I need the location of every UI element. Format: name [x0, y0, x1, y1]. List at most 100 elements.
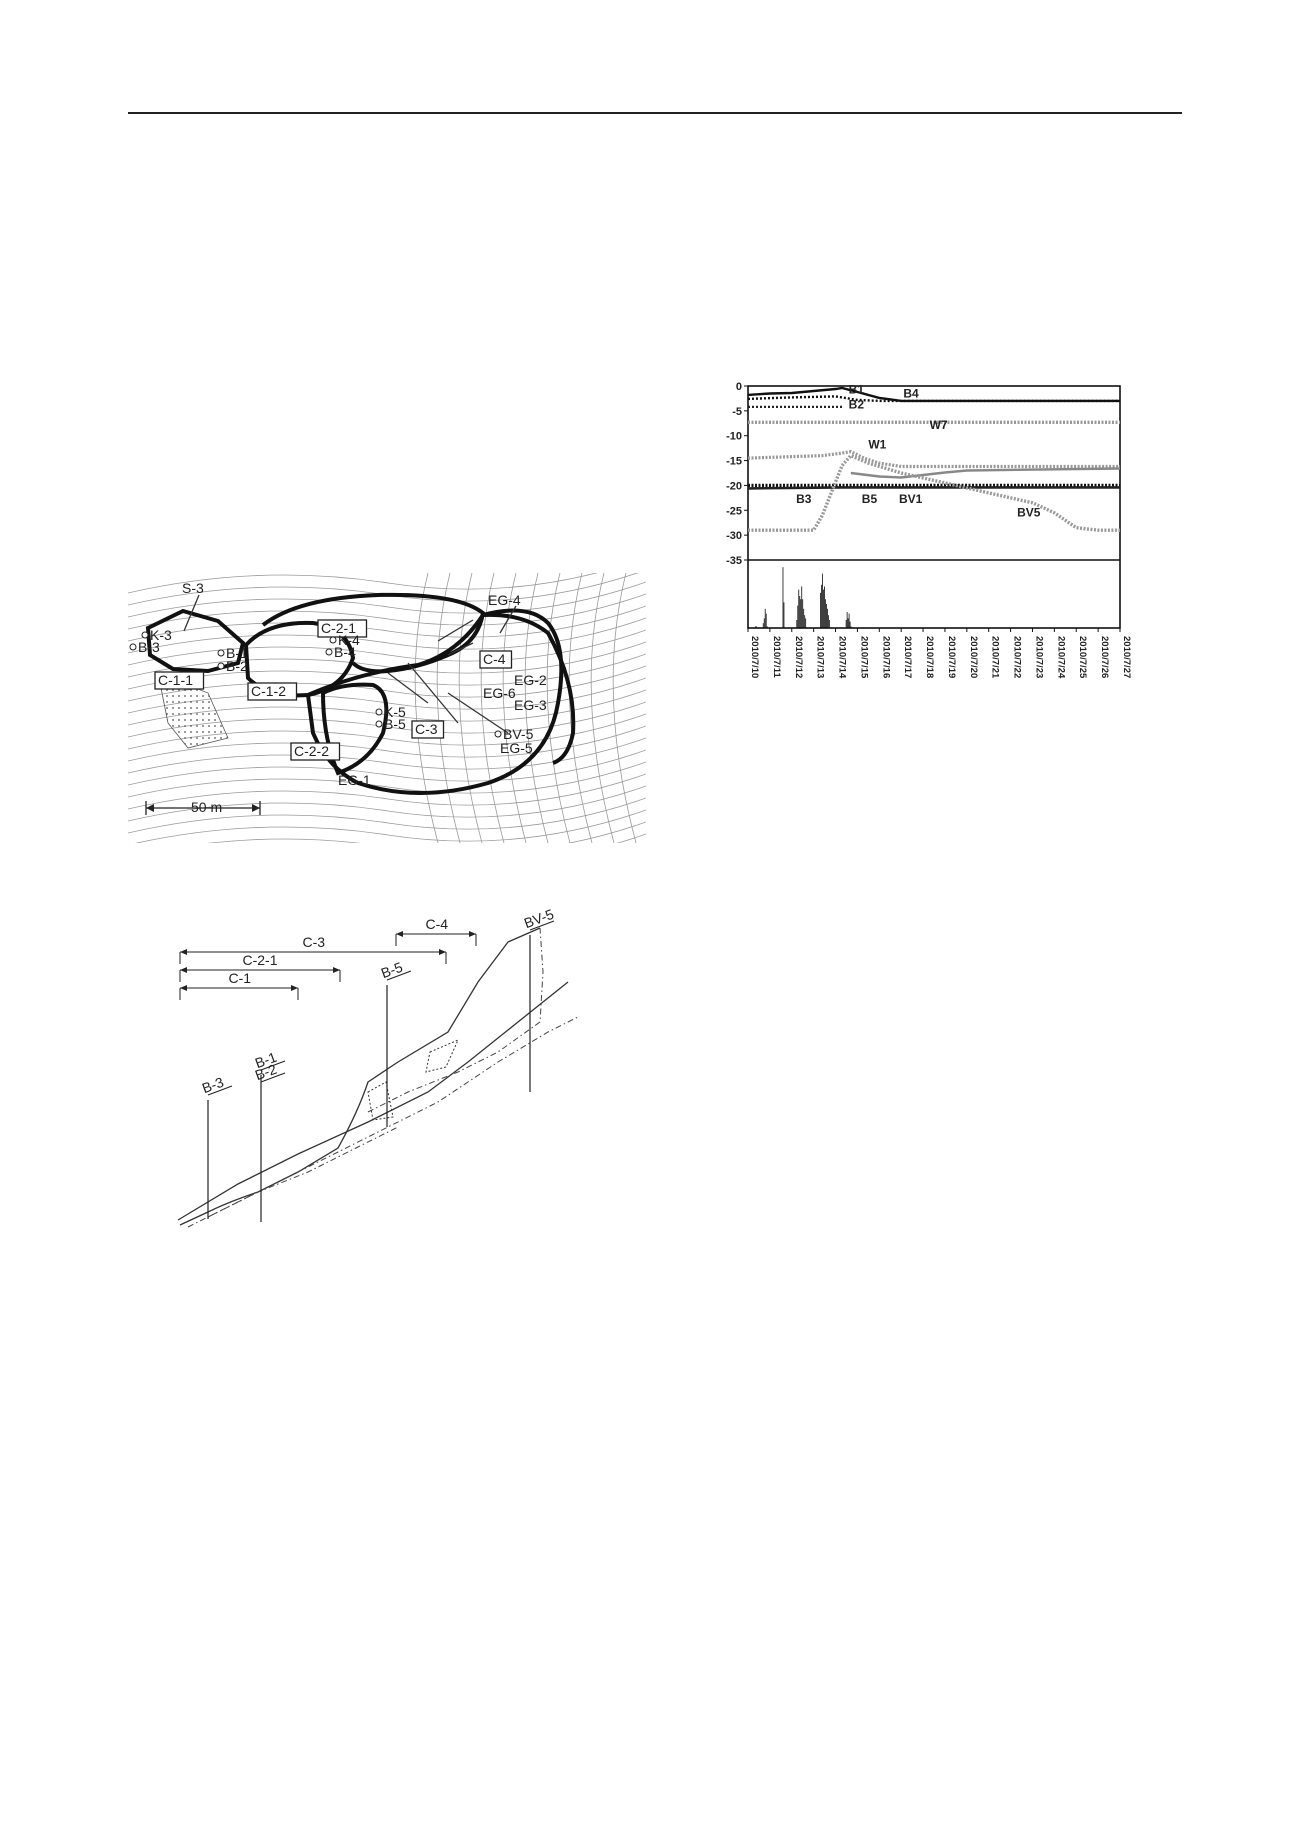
span-arrow-icon [180, 967, 187, 973]
rain-bar [801, 586, 803, 628]
rain-bar [755, 626, 757, 628]
ground-surface [179, 927, 541, 1226]
x-tick-label: 2010/7/10 [749, 636, 760, 678]
zone-label: C-3 [415, 721, 438, 737]
borehole-marker-icon [375, 708, 383, 716]
rain-bar [826, 604, 827, 628]
rain-bar [826, 608, 828, 628]
rain-bar [847, 618, 849, 628]
x-tick-label: 2010/7/27 [1121, 636, 1132, 678]
borehole-label: BV-5 [522, 906, 556, 931]
rain-bar [763, 618, 765, 628]
zone-outline-c-3 [305, 608, 564, 795]
zone-label: C-1-2 [251, 683, 286, 699]
span-arrow-icon [439, 949, 446, 955]
series-line [747, 449, 1120, 469]
x-tick-label: 2010/7/26 [1099, 636, 1110, 678]
point-label: EG-4 [488, 592, 521, 608]
span-arrow-icon [469, 931, 476, 937]
series-line [747, 386, 1120, 403]
landslide-map: 50 m C-1-1C-1-2C-2-1C-2-2C-3C-4 S-3K-3B-… [128, 573, 646, 843]
series-label: BV5 [1017, 506, 1041, 520]
series-line [850, 467, 1121, 479]
x-tick-label: 2010/7/20 [968, 636, 979, 678]
x-tick-label: 2010/7/19 [946, 636, 957, 678]
contour-lines [128, 573, 646, 843]
header-rule [128, 112, 1182, 114]
point-label: K-5 [384, 704, 406, 720]
span-label: C-2-1 [243, 952, 278, 968]
x-tick-label: 2010/7/24 [1055, 636, 1066, 679]
y-tick-label: -20 [726, 480, 742, 492]
rain-bar [823, 589, 824, 628]
span-arrow-icon [180, 985, 187, 991]
point-label: S-3 [182, 580, 204, 596]
zone-label-box [317, 619, 368, 638]
borehole-marker-icon [141, 631, 149, 639]
zone-label-box [479, 650, 513, 669]
scale-arrow-left-icon [146, 804, 154, 812]
borehole-label: B-2 [253, 1061, 279, 1084]
series-label: B5 [862, 492, 878, 506]
series-label: B4 [903, 386, 919, 400]
span-arrow-icon [396, 931, 403, 937]
point-label: EG-6 [483, 685, 516, 701]
y-tick-label: -10 [726, 431, 742, 443]
x-tick-label: 2010/7/25 [1077, 636, 1088, 679]
series-line [747, 395, 1120, 403]
series-label: BV1 [899, 492, 923, 506]
rain-bar [754, 626, 756, 628]
rain-bar [846, 612, 848, 628]
rain-bar [796, 620, 798, 628]
rain-bar [850, 626, 852, 628]
borehole-marker-icon [494, 730, 502, 738]
point-label: B-2 [226, 658, 248, 674]
rain-bar [822, 573, 823, 628]
zone-label-box [411, 720, 445, 739]
y-tick-label: -30 [726, 530, 742, 542]
rain-bar [764, 608, 766, 628]
bedrock-line [187, 1016, 579, 1228]
rain-bar [797, 605, 799, 628]
scale-arrow-right-icon [252, 804, 260, 812]
x-tick-label: 2010/7/21 [990, 636, 1001, 679]
x-tick-label: 2010/7/14 [837, 636, 848, 679]
rain-bar [845, 620, 847, 628]
series-label: B1 [849, 382, 865, 396]
point-label: B-5 [384, 716, 406, 732]
point-label: K-3 [150, 627, 172, 643]
y-tick-label: -5 [732, 406, 742, 418]
rain-bar [782, 567, 784, 628]
x-tick-label: 2010/7/16 [880, 636, 891, 678]
series-label: B3 [796, 492, 812, 506]
zone-label: C-4 [483, 651, 506, 667]
point-label: EG-1 [338, 772, 371, 788]
zone-outline-c-4 [482, 612, 576, 765]
zone-label: C-1-1 [158, 672, 193, 688]
span-arrow-icon [180, 949, 187, 955]
borehole-marker-icon [375, 720, 383, 728]
point-label: EG-2 [514, 672, 547, 688]
series-label: W1 [868, 438, 886, 452]
point-label: BV-5 [503, 726, 534, 742]
zone-label-box [247, 682, 298, 701]
rain-bar [799, 596, 801, 628]
series-line [748, 453, 1120, 532]
plot-frame [747, 385, 1121, 629]
borehole-marker-icon [217, 662, 225, 670]
rain-bar [805, 618, 807, 628]
rain-bar [798, 589, 800, 628]
rain-bar [849, 621, 851, 628]
borehole-label: B-5 [379, 959, 405, 982]
borehole-label: B-3 [200, 1074, 226, 1097]
borehole-marker-icon [329, 636, 337, 644]
zone-label: C-2-2 [294, 743, 329, 759]
x-tick-label: 2010/7/18 [924, 636, 935, 678]
y-tick-label: -15 [726, 456, 742, 468]
span-label: C-3 [303, 934, 326, 950]
y-tick-label: 0 [736, 381, 742, 393]
borehole-marker-icon [129, 643, 137, 651]
x-tick-label: 2010/7/13 [815, 636, 826, 678]
rain-bar [762, 623, 764, 628]
